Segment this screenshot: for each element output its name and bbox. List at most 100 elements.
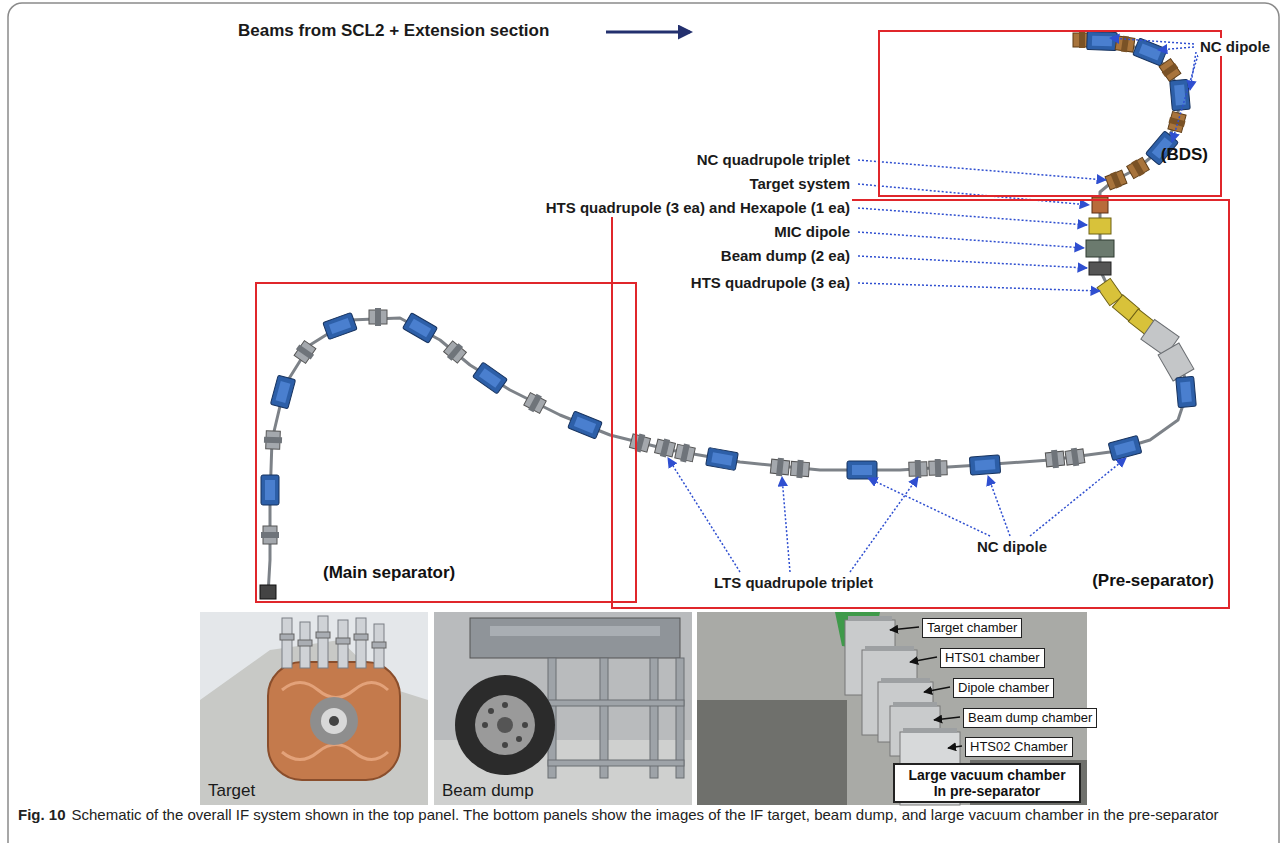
beamline <box>1170 79 1191 110</box>
node-text: (Pre-separator) <box>1092 571 1214 591</box>
leader-line <box>890 627 962 748</box>
chamber-tag: Beam dump chamber <box>963 708 1097 728</box>
leader-line <box>782 477 790 572</box>
beam-dump-photo <box>548 658 684 778</box>
component-label: NC dipole <box>1198 38 1272 56</box>
beamline <box>1089 218 1111 234</box>
beamline <box>1045 449 1065 469</box>
target-photo <box>200 612 428 805</box>
component-label: LTS quadrupole triplet <box>712 574 875 592</box>
leader-line <box>668 458 740 572</box>
target-photo <box>372 642 386 648</box>
beam-dump-photo <box>522 722 528 728</box>
beamline <box>403 313 438 344</box>
node-text: HTS02 Chamber <box>970 739 1068 755</box>
leader-line <box>948 746 962 748</box>
leader-line <box>924 687 950 692</box>
beamline <box>261 526 279 544</box>
target-photo <box>356 618 366 668</box>
region-box: (BDS) <box>878 30 1222 197</box>
vacuum-chamber-photo <box>697 700 847 805</box>
target-photo <box>282 683 388 760</box>
figure-caption: Fig. 10 Schematic of the overall IF syste… <box>18 807 1270 823</box>
region-box: (Main separator) <box>255 282 637 603</box>
component-label: HTS quadrupole (3 ea) and Hexapole (1 ea… <box>544 199 852 217</box>
leader-line <box>858 232 1084 248</box>
beamline <box>261 475 279 505</box>
beamline <box>1108 435 1142 460</box>
figure-frame <box>8 3 1279 843</box>
node-text: HTS01 chamber <box>945 650 1040 666</box>
beamline <box>629 432 651 454</box>
beamline <box>969 455 1000 475</box>
caption-text: Schematic of the overall IF system shown… <box>72 806 1219 823</box>
beamline <box>1087 31 1118 50</box>
vacuum-chamber-photo <box>903 728 957 733</box>
beamline <box>1133 38 1168 66</box>
photo-label: Beam dump <box>442 782 534 800</box>
beamline <box>1167 111 1187 133</box>
node-text: (BDS) <box>1161 145 1208 165</box>
photo-label: Target <box>208 782 255 800</box>
beamline <box>473 362 508 394</box>
beamline <box>770 457 790 477</box>
component-label: NC dipole <box>975 538 1049 556</box>
beamline <box>1115 35 1135 53</box>
beamline <box>369 308 387 326</box>
leader-line <box>858 283 1100 291</box>
beam-dump-photo <box>516 736 522 742</box>
beam-dump-photo <box>548 760 684 766</box>
leader-line <box>988 476 1010 536</box>
vacuum-chamber-photo <box>893 702 937 707</box>
beam-dump-photo <box>488 708 494 714</box>
target-photo <box>329 716 339 726</box>
beam-dump-photo <box>434 612 692 805</box>
beamline <box>260 31 1196 599</box>
beamline <box>929 459 948 478</box>
beamline <box>1092 197 1108 213</box>
component-label: HTS quadrupole (3 ea) <box>689 274 852 292</box>
target-photo <box>318 616 328 668</box>
beamline <box>909 460 928 479</box>
photo-title-box: Large vacuum chamber In pre-separator <box>893 763 1081 803</box>
beam-dump-photo <box>455 675 555 775</box>
vacuum-chamber-photo <box>848 616 892 621</box>
leader-line <box>910 657 937 662</box>
beamline <box>706 448 739 471</box>
beamline <box>442 339 467 364</box>
leader-line <box>1158 47 1194 50</box>
beamline <box>1105 169 1128 191</box>
target-photo <box>336 638 350 644</box>
leader-line <box>890 627 919 630</box>
beamline <box>264 431 283 450</box>
beamline <box>1126 157 1150 180</box>
leader-line <box>1172 55 1198 142</box>
figure-number: Fig. 10 <box>18 806 66 823</box>
target-photo <box>282 618 292 668</box>
beam-dump-photo <box>548 700 684 706</box>
beam-dump-photo <box>502 702 508 708</box>
vacuum-chamber-photo <box>865 646 914 651</box>
beamline <box>674 442 695 463</box>
beamline <box>523 391 547 415</box>
node-text: Dipole chamber <box>958 680 1049 696</box>
chamber-tag: Target chamber <box>922 618 1022 638</box>
leader-line <box>1110 38 1194 44</box>
beamline <box>1158 58 1181 82</box>
leader-line <box>850 477 918 572</box>
beamline <box>323 312 357 339</box>
node-text: (Main separator) <box>323 563 455 583</box>
beam-dump-photo <box>434 612 692 805</box>
beamline <box>847 461 877 479</box>
beamline <box>654 437 676 459</box>
beam-dump-photo <box>490 626 660 636</box>
beam-dump-photo <box>482 722 488 728</box>
target-photo <box>354 634 368 640</box>
component-label: Beam dump (2 ea) <box>719 247 852 265</box>
target-photo <box>280 634 294 640</box>
node-text: Large vacuum chamber In pre-separator <box>901 767 1073 799</box>
beam-dump-photo <box>482 702 528 748</box>
leader-line <box>934 717 960 720</box>
beamline <box>268 40 1188 595</box>
chamber-tag: HTS01 chamber <box>940 648 1045 668</box>
